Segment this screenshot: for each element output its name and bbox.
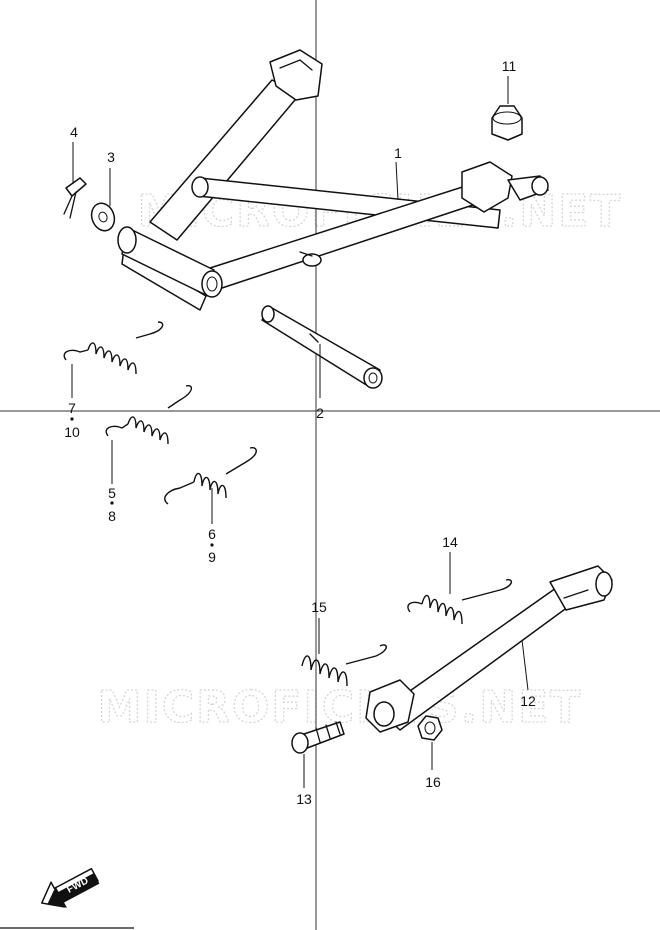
callout-10: 10 — [64, 424, 80, 440]
nut — [417, 715, 443, 741]
spring-7-10 — [63, 321, 164, 375]
fwd-arrow-icon: FWD — [40, 867, 100, 908]
callout-12: 12 — [520, 693, 536, 709]
callout-6: 6 — [208, 526, 216, 542]
callout-4: 4 — [70, 124, 78, 140]
leader-1 — [395, 161, 399, 201]
washer — [90, 202, 116, 232]
spring-6-9 — [164, 447, 257, 505]
callout-13: 13 — [296, 791, 312, 807]
pivot-bolt — [291, 721, 345, 754]
separator-dot-7-10 — [70, 417, 74, 421]
callout-11: 11 — [502, 58, 517, 74]
callout-5: 5 — [108, 485, 116, 501]
callout-14: 14 — [442, 534, 458, 550]
rubber-stopper — [491, 105, 523, 141]
leader-12 — [521, 639, 529, 691]
center-stand — [117, 49, 549, 311]
callout-15: 15 — [311, 599, 327, 615]
separator-dot-6-9 — [210, 543, 214, 547]
stand-shaft — [261, 305, 383, 389]
cotter-pin — [63, 177, 87, 219]
side-stand — [365, 565, 613, 733]
spring-14 — [407, 578, 513, 625]
callout-8: 8 — [108, 508, 116, 524]
callout-2: 2 — [316, 405, 324, 421]
callout-16: 16 — [425, 774, 441, 790]
callout-9: 9 — [208, 549, 216, 565]
callout-3: 3 — [107, 149, 115, 165]
spring-15 — [301, 644, 387, 687]
callout-1: 1 — [394, 145, 402, 161]
callout-7: 7 — [68, 400, 76, 416]
spring-5-8 — [105, 385, 193, 445]
separator-dot-5-8 — [110, 501, 114, 505]
